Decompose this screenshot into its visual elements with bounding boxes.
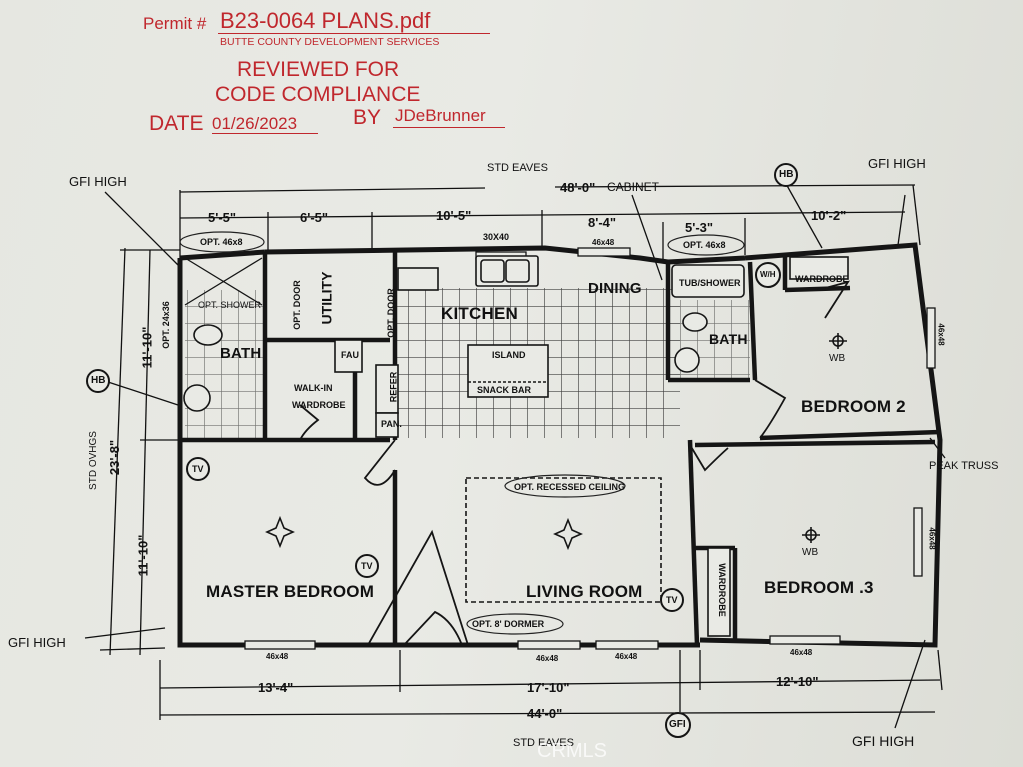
island-label: ISLAND xyxy=(492,350,526,360)
stamp-line1: REVIEWED FOR xyxy=(237,58,400,81)
opt-window-right: OPT. 46x8 xyxy=(683,240,726,250)
opt-24x36: OPT. 24x36 xyxy=(160,301,171,349)
wb3-label: WB xyxy=(802,547,819,558)
opt-shower: OPT. SHOWER xyxy=(198,300,262,310)
snack-bar-label: SNACK BAR xyxy=(477,385,531,395)
date-label: DATE xyxy=(149,112,204,135)
dim-bottom-1: 13'-4" xyxy=(258,680,294,695)
std-eaves-top: STD EAVES xyxy=(487,162,548,174)
room-dining: DINING xyxy=(588,280,642,297)
window-sink: 30X40 xyxy=(483,232,510,242)
refer-label: REFER xyxy=(388,371,399,403)
watermark: CRMLS xyxy=(537,740,608,762)
window-dining-top: 46x48 xyxy=(592,238,615,247)
dim-top-6: 10'-2" xyxy=(811,208,847,223)
window-b3-bottom: 46x48 xyxy=(790,648,813,657)
room-bath-right: BATH xyxy=(709,331,748,347)
dim-left-2: 11'-10" xyxy=(135,534,151,577)
gfi-high-top-right: GFI HIGH xyxy=(868,156,926,171)
review-stamp: Permit # B23-0064 PLANS.pdf BUTTE COUNTY… xyxy=(140,8,520,138)
dim-top-4: 8'-4" xyxy=(588,215,617,230)
std-ovhgs-note: STD OVHGS xyxy=(87,431,99,490)
opt-window-left: OPT. 46x8 xyxy=(200,237,243,247)
opt-dormer: OPT. 8' DORMER xyxy=(472,619,545,629)
dim-top-2: 6'-5" xyxy=(300,210,329,225)
cabinet-note: CABINET xyxy=(607,180,660,194)
room-master-bedroom: MASTER BEDROOM xyxy=(206,582,375,601)
by-underline xyxy=(393,127,505,128)
date-value: 01/26/2023 xyxy=(212,114,298,133)
tv-master-wall: TV xyxy=(361,561,373,571)
wb2-label: WB xyxy=(829,353,846,364)
tv-living: TV xyxy=(666,595,678,605)
gfi-circle-label: GFI xyxy=(669,719,686,730)
hb-top-label: HB xyxy=(779,169,794,180)
fau-label: FAU xyxy=(341,350,359,360)
opt-recessed-ceiling: OPT. RECESSED CEILING xyxy=(514,482,626,492)
permit-value: B23-0064 PLANS.pdf xyxy=(220,8,431,33)
dim-bottom-3: 12'-10" xyxy=(776,674,819,689)
walk-in-label: WALK-IN xyxy=(294,383,333,393)
pantry-label: PAN. xyxy=(381,419,402,429)
dim-left-overall: 23'-8" xyxy=(107,439,123,476)
gfi-high-top-left: GFI HIGH xyxy=(69,174,127,189)
tv-master-corner: TV xyxy=(192,464,204,474)
gfi-high-bottom-right: GFI HIGH xyxy=(852,733,915,749)
room-bedroom-2: BEDROOM 2 xyxy=(801,397,906,416)
window-living-bottom-1: 46x48 xyxy=(536,654,559,663)
window-living-bottom-2: 46x48 xyxy=(615,652,638,661)
wardrobe-b3-label: WARDROBE xyxy=(716,563,727,617)
dim-top-overall: 48'-0" xyxy=(560,180,596,195)
room-bath-left: BATH xyxy=(220,345,262,362)
window-master-bottom: 46x48 xyxy=(266,652,289,661)
walk-in-wardrobe-label: WARDROBE xyxy=(292,400,346,410)
room-kitchen: KITCHEN xyxy=(441,304,518,323)
room-bedroom-3: BEDROOM .3 xyxy=(764,578,874,597)
window-b2-side: 46x48 xyxy=(936,323,946,346)
permit-label: Permit # xyxy=(143,14,207,33)
window-b3-side: 46x48 xyxy=(927,527,937,550)
room-utility: UTILITY xyxy=(318,271,335,325)
tub-shower-label: TUB/SHOWER xyxy=(679,278,741,288)
stamp-line2: CODE COMPLIANCE xyxy=(215,83,421,106)
date-underline xyxy=(212,133,318,134)
dim-top-3: 10'-5" xyxy=(436,208,472,223)
opt-door-utility: OPT. DOOR xyxy=(291,280,302,330)
std-eaves-bottom: STD EAVES xyxy=(513,737,574,749)
dim-top-1: 5'-5" xyxy=(208,210,237,225)
dim-bottom-2: 17'-10" xyxy=(527,680,570,695)
hb-left-label: HB xyxy=(91,375,106,386)
dim-bottom-overall: 44'-0" xyxy=(527,706,563,721)
gfi-high-left: GFI HIGH xyxy=(8,635,66,650)
opt-door-kitchen: OPT. DOOR xyxy=(385,288,396,338)
dim-left-1: 11'-10" xyxy=(139,326,155,369)
agency-name: BUTTE COUNTY DEVELOPMENT SERVICES xyxy=(220,36,440,48)
water-heater-label: W/H xyxy=(760,270,776,279)
room-living-room: LIVING ROOM xyxy=(526,582,643,601)
permit-underline xyxy=(218,33,490,34)
dim-top-5: 5'-3" xyxy=(685,220,714,235)
by-label: BY xyxy=(353,106,382,129)
wardrobe-b2-label: WARDROBE xyxy=(795,274,849,284)
by-value: JDeBrunner xyxy=(395,106,486,125)
peak-truss-note: PEAK TRUSS xyxy=(929,460,999,472)
